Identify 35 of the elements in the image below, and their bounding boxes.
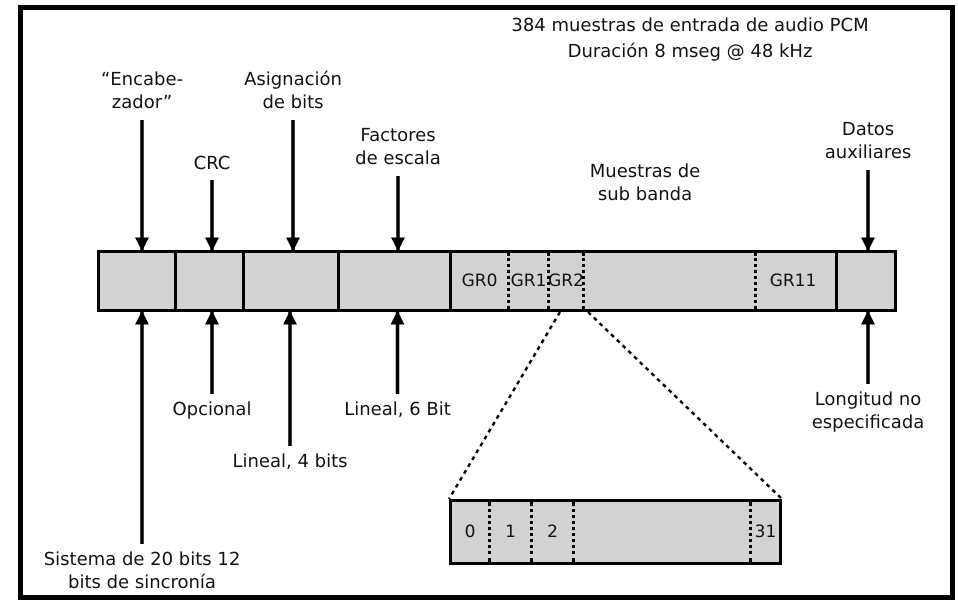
field-label: CRC	[172, 152, 252, 178]
field-label: Longitud no especificada	[778, 388, 958, 438]
arrow	[135, 120, 149, 252]
frame-bar	[97, 250, 897, 312]
arrow	[391, 176, 405, 252]
field-label: Datos auxiliares	[805, 118, 931, 168]
granule-cell: GR2	[550, 253, 585, 309]
field-label: Lineal, 6 Bit	[315, 398, 480, 424]
field-label: Sistema de 20 bits 12 bits de sincronía	[42, 548, 242, 598]
granule-cell: 31	[752, 502, 779, 562]
field-label: Factores de escala	[348, 124, 448, 174]
arrow	[861, 170, 875, 252]
zoom-line	[587, 311, 783, 500]
field-label: Asignación de bits	[236, 68, 350, 118]
subband-detail-bar	[449, 499, 782, 565]
granule-cell: 1	[491, 502, 533, 562]
section-label: Muestras de sub banda	[588, 160, 702, 206]
arrow	[861, 310, 875, 384]
field-label: Lineal, 4 bits	[210, 450, 370, 476]
granule-cell: GR11	[757, 253, 829, 309]
granule-cell: 0	[452, 502, 491, 562]
field-label: Opcional	[157, 398, 267, 424]
heading-text: Duración 8 mseg @ 48 kHz	[566, 40, 814, 63]
heading-text: 384 muestras de entrada de audio PCM	[510, 14, 870, 37]
arrow	[390, 310, 404, 394]
arrow	[283, 310, 297, 446]
granule-cell: GR1	[510, 253, 550, 309]
arrow	[286, 120, 300, 252]
arrow	[135, 310, 149, 544]
field-label: “Encabe- zador”	[82, 68, 202, 118]
arrow	[205, 180, 219, 252]
arrow	[205, 310, 219, 394]
zoom-line	[448, 311, 562, 500]
granule-cell: 2	[533, 502, 575, 562]
granule-cell: GR0	[452, 253, 510, 309]
